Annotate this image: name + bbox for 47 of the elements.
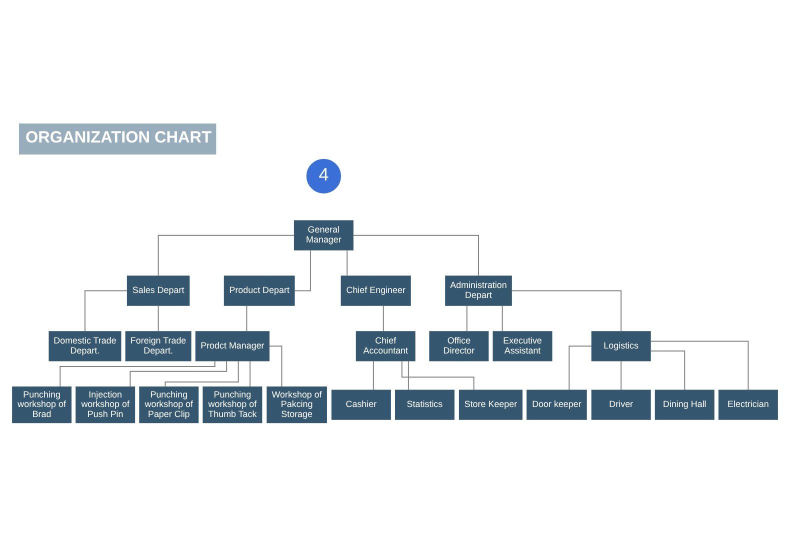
connector xyxy=(84,290,128,332)
node-box: Chief Accountant xyxy=(356,331,416,362)
node-box: Dining Hall xyxy=(654,390,714,420)
connector xyxy=(382,305,384,332)
node-box: Foreign Trade Depart. xyxy=(125,331,192,362)
node-box: General Manager xyxy=(294,220,354,250)
connector xyxy=(466,305,468,332)
connector xyxy=(650,340,749,391)
connector xyxy=(250,360,251,388)
connector xyxy=(568,346,592,390)
connector xyxy=(164,360,239,388)
node-box: Punching workshop of Paper Clip xyxy=(139,386,199,424)
connector xyxy=(372,360,374,390)
connector xyxy=(620,360,622,390)
connector xyxy=(650,350,686,391)
connector xyxy=(408,360,409,390)
node-box: Administration Depart xyxy=(445,276,512,306)
node-box: Prodct Manager xyxy=(195,331,270,362)
node-box: Punching workshop of Brad xyxy=(12,386,72,424)
node-box: Injection workshop of Push Pin xyxy=(76,386,136,424)
connector xyxy=(294,250,311,292)
node-box: Workshop of Pakcing Storage xyxy=(266,386,327,424)
connector xyxy=(60,360,216,388)
node-box: Store Keeper xyxy=(458,390,523,420)
node-box: Statistics xyxy=(395,390,454,420)
node-box: Cashier xyxy=(331,390,391,420)
label: 4 xyxy=(318,164,329,185)
node-box: Office Director xyxy=(429,331,489,362)
connector xyxy=(346,250,348,276)
connector xyxy=(511,290,622,332)
node-box: Punching workshop of Thumb Tack xyxy=(202,386,262,424)
node-box: Product Depart xyxy=(224,276,295,306)
connector xyxy=(352,234,479,276)
connector xyxy=(158,234,295,276)
node-box: Door keeper xyxy=(526,390,587,420)
node-box: Executive Assistant xyxy=(492,331,552,362)
diagram-title: ORGANIZATION CHART xyxy=(26,128,212,146)
node-box: Logistics xyxy=(591,331,651,362)
node-box: Domestic Trade Depart. xyxy=(48,331,122,362)
connector xyxy=(502,305,503,332)
node-box: Electrician xyxy=(718,390,778,420)
node-box: Chief Engineer xyxy=(340,276,411,306)
connector xyxy=(246,305,248,332)
connector xyxy=(130,360,228,388)
node-box: Sales Depart xyxy=(126,276,190,306)
node-box: Driver xyxy=(591,390,651,420)
connector xyxy=(158,305,159,332)
